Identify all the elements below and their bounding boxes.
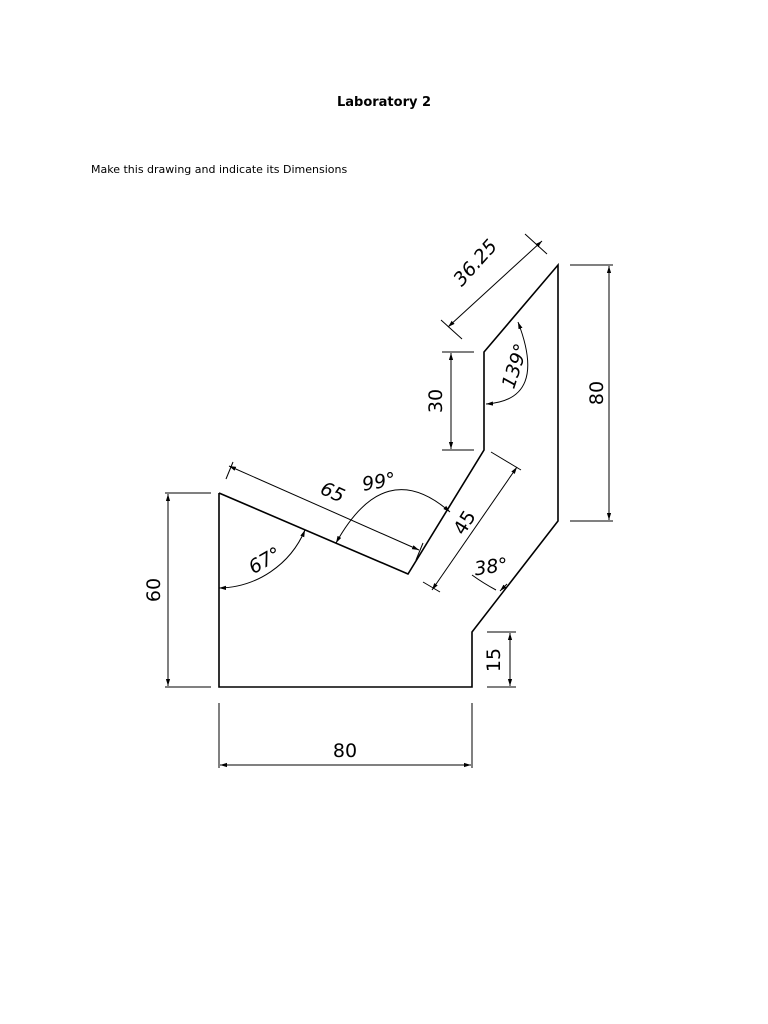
dim-text-36-25: 36.25 — [449, 235, 502, 290]
dim-text-99: 99° — [360, 468, 397, 496]
dim-text-65: 65 — [317, 478, 348, 508]
dim-text-80-right: 80 — [586, 381, 608, 405]
dim-text-38: 38° — [473, 554, 509, 580]
dimension-lines — [165, 240, 612, 768]
page-title: Laboratory 2 — [336, 95, 432, 110]
dim-text-30: 30 — [425, 389, 447, 413]
extension-lines — [165, 233, 613, 768]
dim-text-15: 15 — [483, 648, 505, 672]
dim-text-60: 60 — [143, 578, 165, 602]
dim-text-45: 45 — [449, 507, 480, 539]
dim-text-67: 67° — [245, 543, 285, 579]
instruction-text: Make this drawing and indicate its Dimen… — [91, 163, 348, 176]
dim-text-80-bottom: 80 — [333, 740, 357, 762]
angle-arcs — [218, 321, 529, 592]
